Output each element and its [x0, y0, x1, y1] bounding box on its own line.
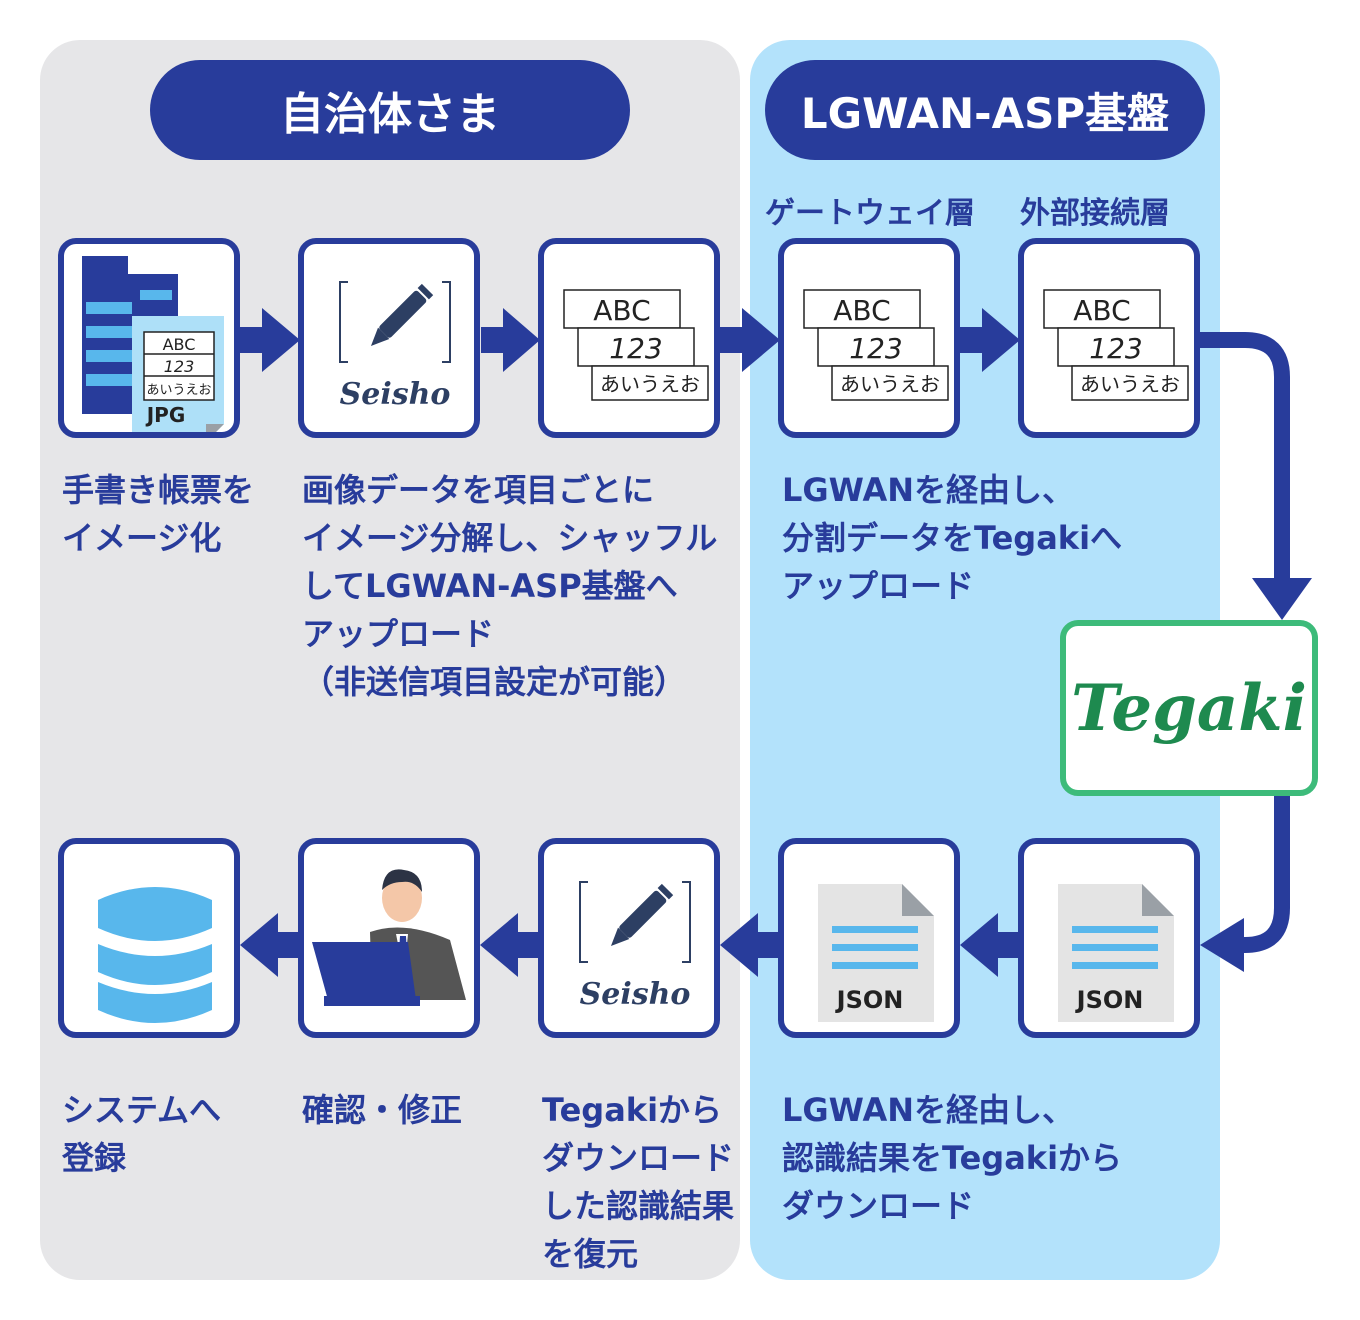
arrow-into-json [1200, 918, 1244, 972]
database-icon [98, 887, 212, 1023]
review-caption: 確認・修正 [302, 1091, 463, 1129]
pen-icon [370, 283, 434, 347]
split-fields-icon: ABC 123 あいうえお [1043, 289, 1189, 401]
external-layer-label: 外部接続層 [1020, 196, 1170, 231]
doc-abc-text: ABC [163, 335, 196, 354]
seisho-logo: Seisho [579, 881, 691, 1012]
person-at-laptop-icon [312, 869, 466, 1006]
restore-caption: Tegakiから ダウンロード した認識結果 を復元 [542, 1091, 735, 1273]
register-caption: システムへ 登録 [62, 1091, 222, 1177]
seisho-logo: Seisho [339, 281, 451, 412]
seisho-wordmark: Seisho [580, 977, 691, 1012]
seisho-split-box: Seisho [298, 238, 480, 438]
json-label: JSON [835, 986, 904, 1014]
municipality-header: 自治体さま [150, 60, 630, 160]
gateway-layer-label: ゲートウェイ層 [765, 196, 975, 231]
arrow-down-to-tegaki [1252, 578, 1312, 620]
field-abc: ABC [593, 294, 650, 327]
arrow-left-2 [720, 913, 780, 977]
register-step-box [58, 838, 240, 1038]
upload-caption: LGWANを経由し、 分割データをTegakiへ アップロード [782, 471, 1123, 605]
field-abc: ABC [1073, 294, 1130, 327]
doc-kana-text: あいうえお [146, 383, 211, 398]
arrow-left-3 [480, 913, 540, 977]
review-step-box [298, 838, 480, 1038]
lgwan-asp-header: LGWAN-ASP基盤 [765, 60, 1205, 160]
arrow-right-2 [481, 308, 540, 372]
connector-to-tegaki [1200, 332, 1290, 580]
connector-from-tegaki [1240, 795, 1290, 953]
jpg-document-icon: ABC 123 あいうえお JPG [132, 316, 224, 432]
field-num: 123 [609, 332, 662, 365]
field-kana: あいうえお [840, 372, 940, 396]
download-caption: LGWANを経由し、 認識結果をTegakiから ダウンロード [782, 1091, 1123, 1225]
json-file-icon: JSON [1058, 884, 1174, 1022]
field-kana: あいうえお [1080, 372, 1180, 396]
split-caption: 画像データを項目ごとに イメージ分解し、シャッフル してLGWAN-ASP基盤へ… [302, 471, 718, 701]
tegaki-logo: Tegaki [1071, 670, 1307, 746]
field-num: 123 [849, 332, 902, 365]
arrow-left-1 [960, 913, 1020, 977]
scan-caption: 手書き帳票を イメージ化 [62, 471, 255, 557]
arrow-right-3 [720, 308, 780, 372]
field-num: 123 [1089, 332, 1142, 365]
json-file-icon: JSON [818, 884, 934, 1022]
field-kana: あいうえお [600, 372, 700, 396]
external-json-box: JSON [1018, 838, 1200, 1038]
external-fields-box: ABC 123 あいうえお [1018, 238, 1200, 438]
field-abc: ABC [833, 294, 890, 327]
doc-num-text: 123 [164, 357, 195, 376]
split-fields-icon: ABC 123 あいうえお [803, 289, 949, 401]
arrow-right-4 [960, 308, 1020, 372]
jpg-label: JPG [145, 403, 186, 427]
tegaki-box: Tegaki [1060, 620, 1318, 796]
scan-step-box: ABC 123 あいうえお JPG [58, 238, 240, 438]
split-fields-icon: ABC 123 あいうえお [563, 289, 709, 401]
seisho-restore-box: Seisho [538, 838, 720, 1038]
json-label: JSON [1075, 986, 1144, 1014]
arrow-right-1 [240, 308, 300, 372]
arrow-left-4 [240, 913, 300, 977]
gateway-fields-box: ABC 123 あいうえお [778, 238, 960, 438]
pen-icon [610, 883, 674, 947]
gateway-json-box: JSON [778, 838, 960, 1038]
shuffled-fields-box: ABC 123 あいうえお [538, 238, 720, 438]
seisho-wordmark: Seisho [340, 377, 451, 412]
